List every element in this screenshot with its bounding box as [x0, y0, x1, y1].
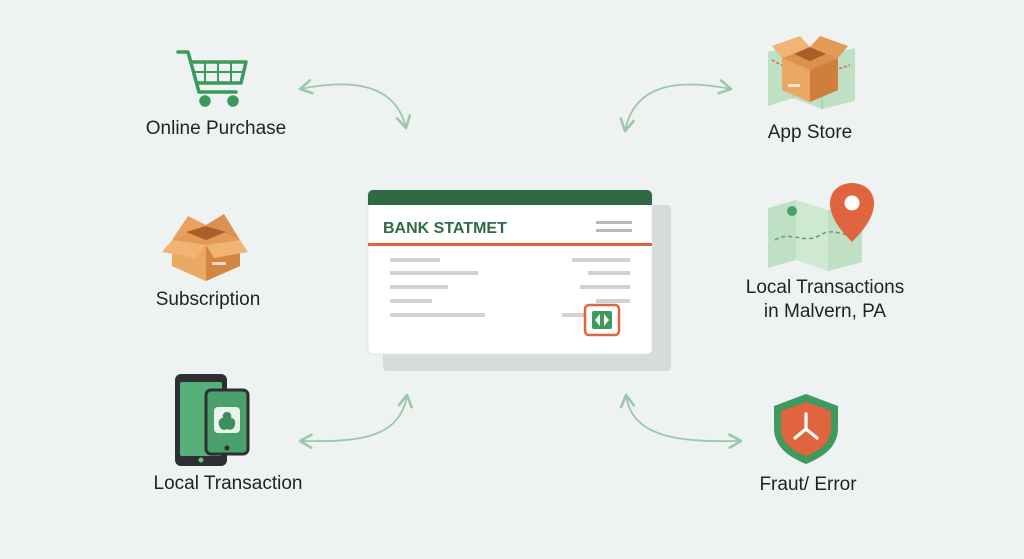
- shopping-cart-icon: [176, 50, 248, 107]
- mobile-phone-icon: [175, 374, 250, 466]
- local-transactions-malvern-label: Local Transactions in Malvern, PA: [745, 277, 905, 322]
- arrow-local-transaction: [298, 393, 413, 449]
- arrow-fraud-error: [619, 393, 743, 449]
- arrow-app-store: [619, 79, 733, 133]
- statement-header-bar: [368, 190, 652, 205]
- map-pin-icon: [768, 183, 874, 271]
- app-store-label: App Store: [767, 122, 853, 143]
- local-transaction-label: Local Transaction: [153, 473, 303, 494]
- statement-lines: [390, 258, 630, 317]
- statement-title: BANK STATMET: [383, 220, 507, 237]
- arrow-online-purchase: [298, 79, 412, 130]
- online-purchase-label: Online Purchase: [145, 118, 287, 139]
- fraud-error-label: Fraut/ Error: [759, 474, 857, 495]
- box-icon: [162, 214, 248, 281]
- statement-divider: [368, 243, 652, 246]
- menu-icon: [596, 221, 632, 224]
- subscription-label: Subscription: [155, 289, 261, 310]
- bank-statement-card: BANK STATMET: [367, 189, 671, 371]
- app-store-box-map-icon: [768, 36, 855, 109]
- shield-warning-icon: [774, 394, 838, 464]
- highlighted-transaction-icon: [583, 303, 621, 337]
